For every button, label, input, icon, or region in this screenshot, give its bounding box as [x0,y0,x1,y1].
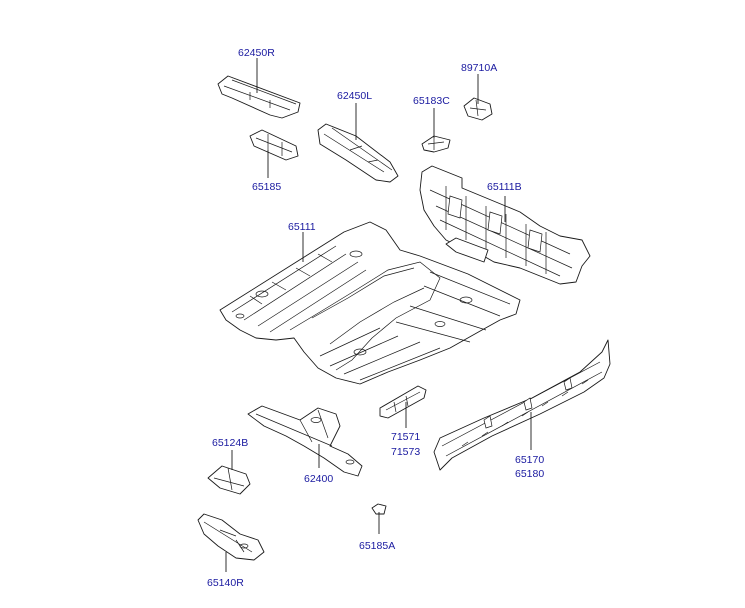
label-62450R: 62450R [238,47,275,59]
label-89710A: 89710A [461,62,497,74]
label-65140R: 65140R [207,577,244,589]
label-65180: 65180 [515,468,544,480]
label-65183C: 65183C [413,95,450,107]
part-65111B [419,165,591,285]
label-62400: 62400 [304,473,333,485]
label-65111B: 65111B [487,181,522,193]
part-62400 [247,405,363,477]
label-65185: 65185 [252,181,281,193]
label-65185A: 65185A [359,540,395,552]
label-65170: 65170 [515,454,544,466]
label-65124B: 65124B [212,437,248,449]
label-71571: 71571 [391,431,420,443]
part-labels: 62450R 65185 62450L 65183C 89710A 65111B… [207,47,544,589]
label-71573: 71573 [391,446,420,458]
part-65183C [421,108,451,153]
part-65185 [249,129,299,178]
label-62450L: 62450L [337,90,372,102]
part-62450L [317,103,399,183]
part-89710A [463,74,493,121]
part-65124B [207,450,251,495]
part-62450R [217,58,301,119]
part-65170 [433,339,611,471]
part-65111 [219,221,521,385]
part-65185A [371,503,387,534]
part-65140R [197,513,265,572]
label-65111: 65111 [288,221,316,233]
part-71571 [379,385,427,428]
